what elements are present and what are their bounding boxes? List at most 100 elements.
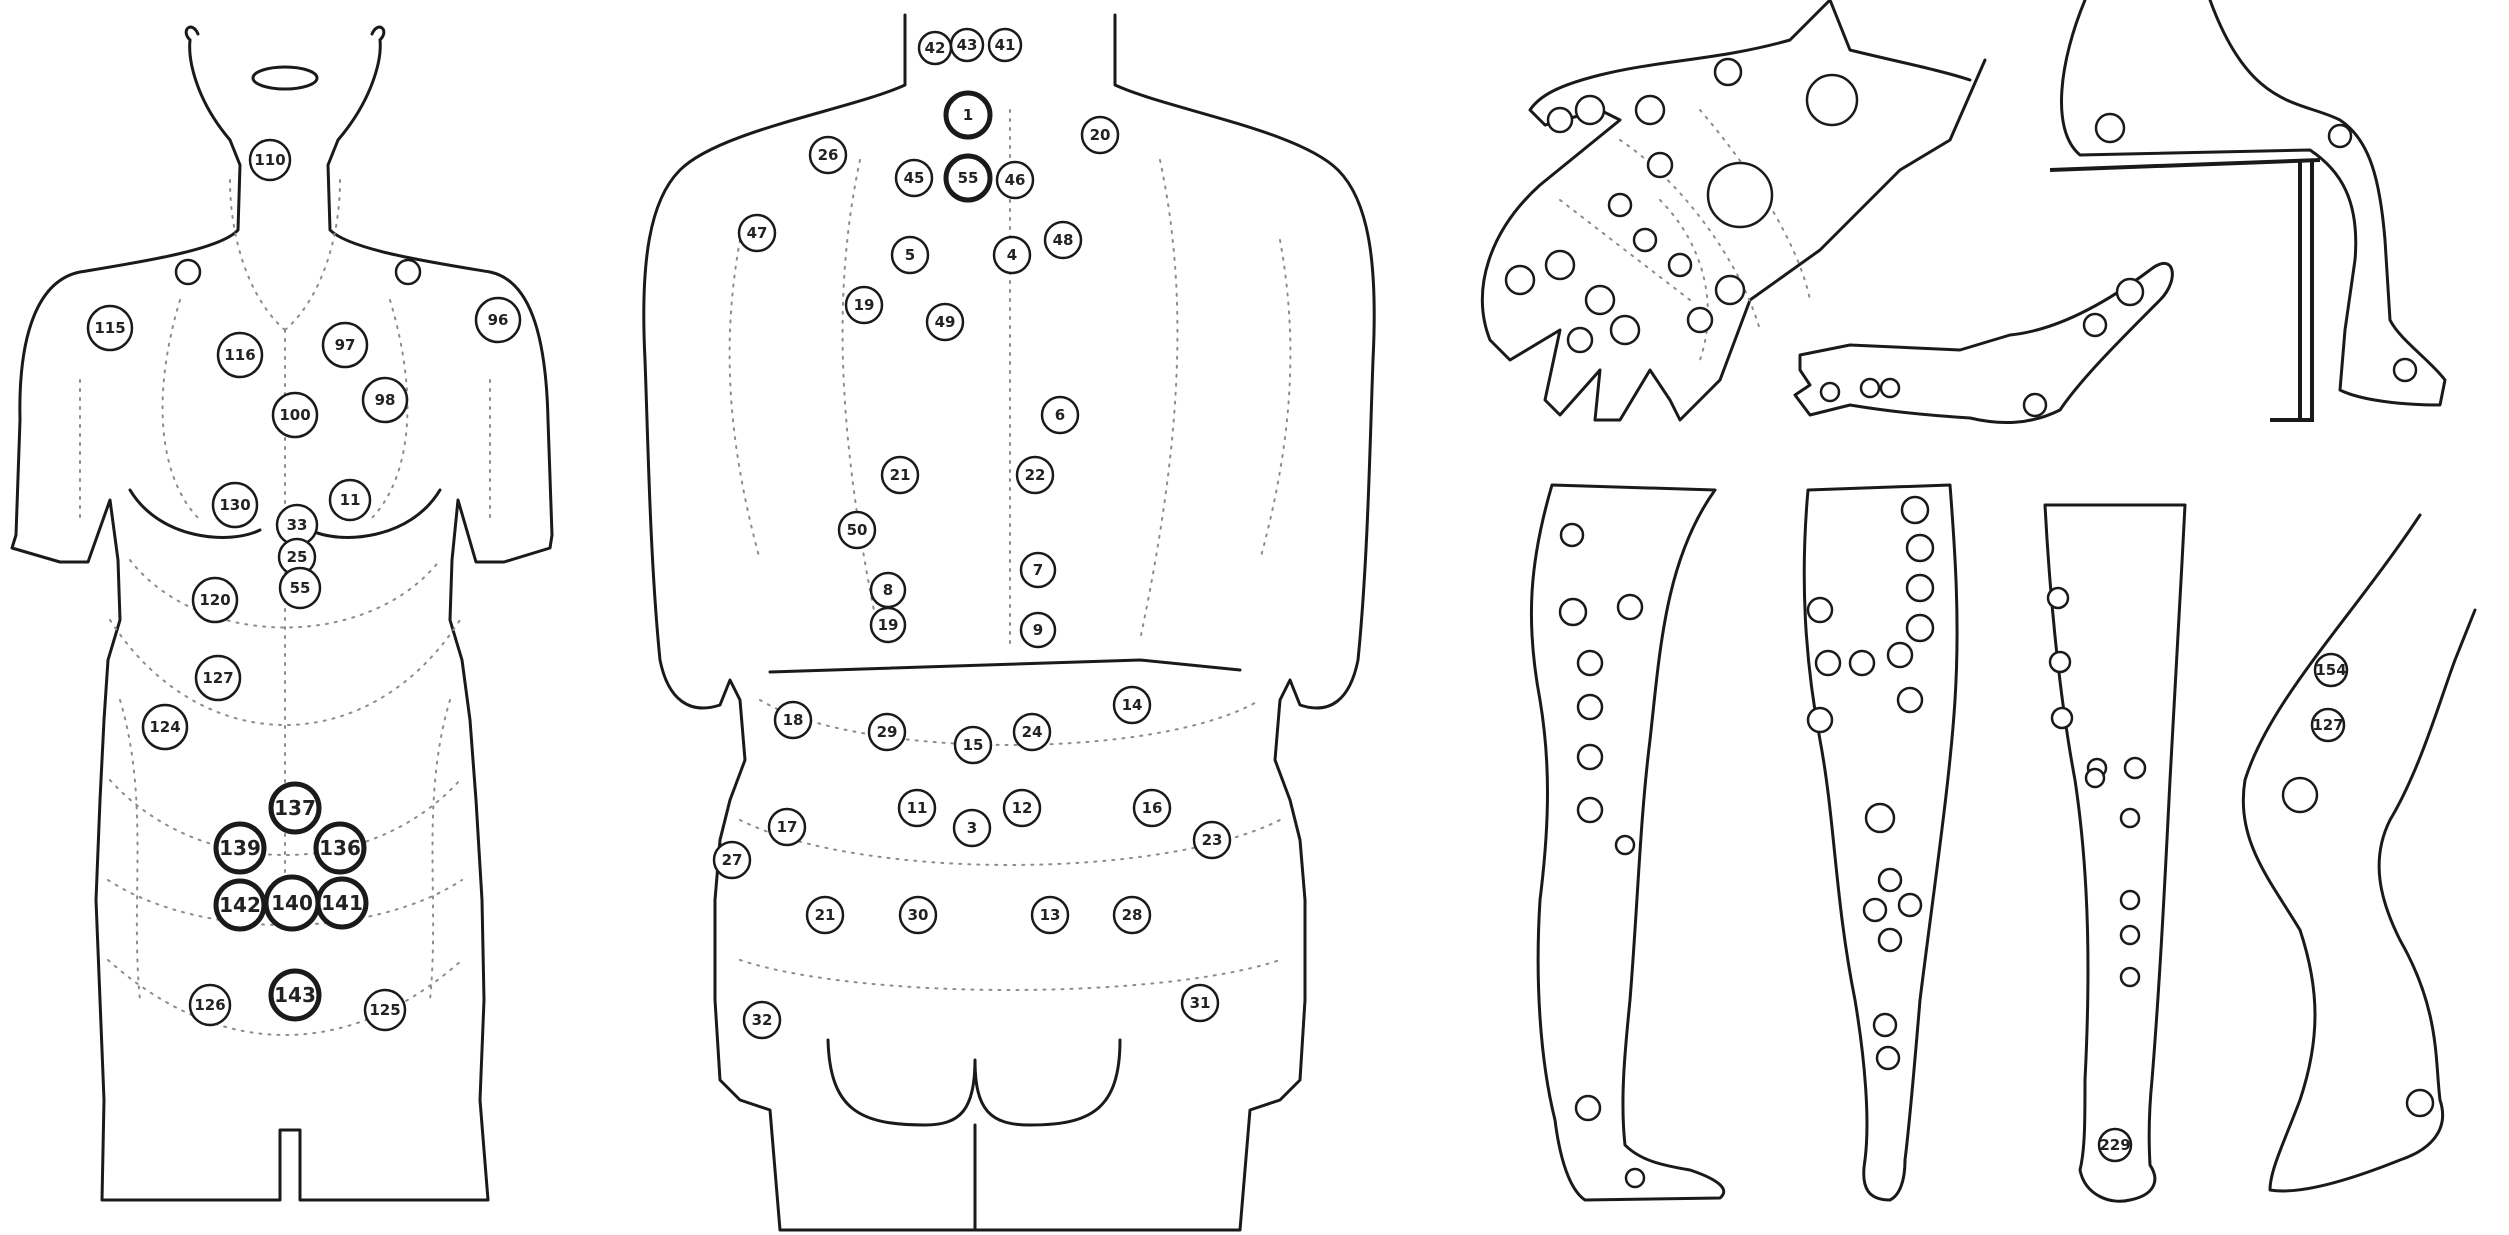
tender-point: 116 — [218, 333, 262, 377]
tender-point-label: 43 — [957, 36, 978, 54]
tender-point-label: 126 — [194, 996, 225, 1014]
hand-point — [1568, 328, 1592, 352]
arm-point — [2084, 314, 2106, 336]
leg-point — [2407, 1090, 2433, 1116]
arm-figure — [1795, 263, 2172, 422]
tender-point-label: 18 — [783, 711, 804, 729]
tender-point-label: 21 — [815, 906, 836, 924]
leg-back-figure — [1804, 485, 1957, 1200]
tender-point: 23 — [1194, 822, 1230, 858]
tender-point: 29 — [869, 714, 905, 750]
tender-point: 143 — [271, 971, 319, 1019]
arm-point — [1821, 383, 1839, 401]
back-points: 42 43 41 1 26 20 45 55 46 47 5 4 48 19 4… — [714, 29, 1230, 1038]
front-ear-left — [186, 27, 198, 40]
leg-point — [1578, 745, 1602, 769]
tender-point-label: 20 — [1090, 126, 1111, 144]
tender-point-label: 120 — [199, 591, 230, 609]
tender-point-label: 127 — [202, 669, 233, 687]
tender-point: 9 — [1021, 613, 1055, 647]
tender-point-label: 30 — [908, 906, 929, 924]
tender-point-label: 140 — [271, 891, 313, 915]
tender-point-label: 125 — [369, 1001, 400, 1019]
leg-point — [2125, 758, 2145, 778]
tender-point-label: 19 — [878, 616, 899, 634]
leg-point — [2121, 891, 2139, 909]
tender-point-label: 19 — [854, 296, 875, 314]
tender-point: 97 — [323, 323, 367, 367]
tender-point-label: 23 — [1202, 831, 1223, 849]
tender-point: 154 — [2315, 654, 2347, 686]
tender-point: 137 — [271, 784, 319, 832]
tender-point-label: 49 — [935, 313, 956, 331]
tender-point: 14 — [1114, 687, 1150, 723]
back-buttocks — [828, 1040, 1120, 1125]
hand-point — [1506, 266, 1534, 294]
leg-point — [2086, 769, 2104, 787]
tender-point: 55 — [280, 568, 320, 608]
leg-point — [1618, 595, 1642, 619]
front-mouth — [253, 67, 317, 89]
tender-point: 7 — [1021, 553, 1055, 587]
back-waistband — [770, 660, 1240, 672]
tender-point-label: 98 — [375, 391, 396, 409]
tender-point-label: 12 — [1012, 799, 1033, 817]
tender-point-label: 11 — [907, 799, 928, 817]
tender-point: 41 — [989, 29, 1021, 61]
leg-outline — [2045, 505, 2185, 1201]
leg-outline — [2243, 515, 2475, 1191]
tender-point-label: 97 — [335, 336, 356, 354]
leg-point — [1560, 599, 1586, 625]
leg-point — [1874, 1014, 1896, 1036]
tender-point: 8 — [871, 573, 905, 607]
tender-point-unlabeled — [396, 260, 420, 284]
hand-point — [1688, 308, 1712, 332]
leg-point — [1578, 695, 1602, 719]
leg-point — [1898, 688, 1922, 712]
chair-back-post — [2270, 160, 2312, 420]
tender-point: 4 — [994, 237, 1030, 273]
tender-point-label: 6 — [1055, 406, 1065, 424]
leg-point — [2283, 778, 2317, 812]
tender-point-label: 31 — [1190, 994, 1211, 1012]
tender-point: 96 — [476, 298, 520, 342]
tender-point-label: 42 — [925, 39, 946, 57]
tender-point: 229 — [2099, 1129, 2131, 1161]
tender-point: 142 — [216, 881, 264, 929]
tender-point-label: 127 — [2312, 716, 2343, 734]
tender-point: 136 — [316, 824, 364, 872]
tender-point-label: 139 — [219, 836, 261, 860]
tender-point-label: 26 — [818, 146, 839, 164]
tender-point: 48 — [1045, 222, 1081, 258]
tender-point-label: 5 — [905, 246, 915, 264]
leg-point — [2121, 809, 2139, 827]
tender-point: 42 — [919, 32, 951, 64]
tender-point: 115 — [88, 306, 132, 350]
tender-point: 6 — [1042, 397, 1078, 433]
seated-leg-outline — [2061, 0, 2445, 405]
tender-point: 27 — [714, 842, 750, 878]
tender-point-label: 45 — [904, 169, 925, 187]
seated-leg-point — [2394, 359, 2416, 381]
tender-point-label: 229 — [2099, 1136, 2130, 1154]
tender-point-label: 55 — [290, 579, 311, 597]
tender-point: 49 — [927, 304, 963, 340]
tender-point: 15 — [955, 727, 991, 763]
tender-point-label: 33 — [287, 516, 308, 534]
hand-point — [1648, 153, 1672, 177]
tender-point: 140 — [266, 877, 318, 929]
tender-point: 127 — [196, 656, 240, 700]
leg-point — [1808, 708, 1832, 732]
tender-point-label: 96 — [488, 311, 509, 329]
front-torso-outline — [12, 40, 552, 1200]
hand-figure — [1482, 0, 1985, 420]
tender-point: 13 — [1032, 897, 1068, 933]
tender-point: 21 — [882, 457, 918, 493]
tender-point: 139 — [216, 824, 264, 872]
tender-point-label: 16 — [1142, 799, 1163, 817]
leg-point — [1626, 1169, 1644, 1187]
hand-dotted-texture — [1560, 110, 1810, 360]
leg-point — [1576, 1096, 1600, 1120]
